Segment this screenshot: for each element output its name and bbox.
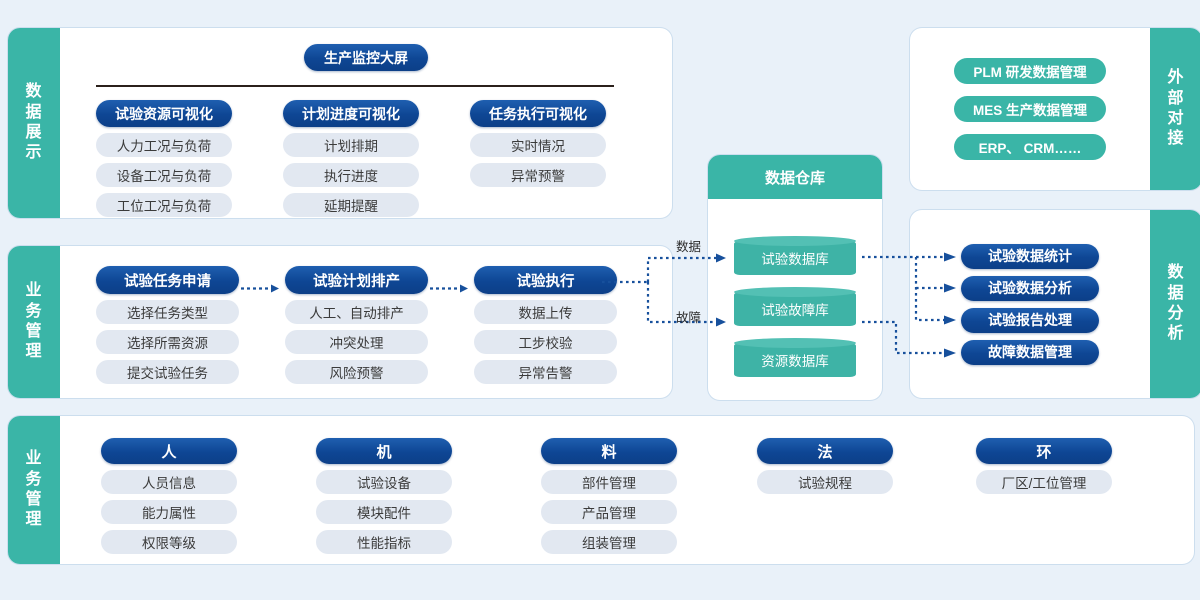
display-column-3-header[interactable]: 任务执行可视化 xyxy=(470,100,606,127)
database-list: 试验数据库 试验故障库 资源数据库 xyxy=(708,199,882,377)
master-item[interactable]: 能力属性 xyxy=(101,500,237,524)
flow-column-3-header[interactable]: 试验执行 xyxy=(474,266,617,294)
master-data-panel: 业务管理 人 人员信息 能力属性 权限等级 机 试验设备 模块配件 性能指标 料… xyxy=(8,416,1194,564)
master-column-3: 料 部件管理 产品管理 组装管理 xyxy=(541,438,677,554)
external-item[interactable]: MES 生产数据管理 xyxy=(954,96,1106,122)
display-column-3: 任务执行可视化 实时情况 异常预警 xyxy=(470,100,606,187)
master-item[interactable]: 部件管理 xyxy=(541,470,677,494)
master-item[interactable]: 权限等级 xyxy=(101,530,237,554)
sidebar-label-text: 业务管理 xyxy=(25,450,43,529)
master-item[interactable]: 组装管理 xyxy=(541,530,677,554)
analysis-items-list: 试验数据统计 试验数据分析 试验报告处理 故障数据管理 xyxy=(910,210,1150,398)
sidebar-label-business-flow: 业务管理 xyxy=(8,246,60,398)
display-item[interactable]: 计划排期 xyxy=(283,133,419,157)
data-display-panel: 数据展示 生产监控大屏 试验资源可视化 人力工况与负荷 设备工况与负荷 工位工况… xyxy=(8,28,672,218)
display-item[interactable]: 工位工况与负荷 xyxy=(96,193,232,217)
data-display-content: 生产监控大屏 试验资源可视化 人力工况与负荷 设备工况与负荷 工位工况与负荷 计… xyxy=(60,28,672,218)
sidebar-label-data-display: 数据展示 xyxy=(8,28,60,218)
display-item[interactable]: 执行进度 xyxy=(283,163,419,187)
flow-item[interactable]: 冲突处理 xyxy=(285,330,428,354)
display-item[interactable]: 设备工况与负荷 xyxy=(96,163,232,187)
analysis-item[interactable]: 试验数据分析 xyxy=(961,275,1099,301)
external-items-list: PLM 研发数据管理 MES 生产数据管理 ERP、 CRM…… xyxy=(910,28,1150,190)
master-data-content: 人 人员信息 能力属性 权限等级 机 试验设备 模块配件 性能指标 料 部件管理… xyxy=(60,416,1194,564)
analysis-item[interactable]: 故障数据管理 xyxy=(961,339,1099,365)
business-flow-content: 试验任务申请 选择任务类型 选择所需资源 提交试验任务 试验计划排产 人工、自动… xyxy=(60,246,672,398)
display-item[interactable]: 异常预警 xyxy=(470,163,606,187)
master-column-5-header[interactable]: 环 xyxy=(976,438,1112,464)
master-item[interactable]: 模块配件 xyxy=(316,500,452,524)
sidebar-label-text: 数据展示 xyxy=(25,83,43,162)
display-column-2: 计划进度可视化 计划排期 执行进度 延期提醒 xyxy=(283,100,419,217)
analysis-item[interactable]: 试验数据统计 xyxy=(961,243,1099,269)
external-item[interactable]: ERP、 CRM…… xyxy=(954,134,1106,160)
data-warehouse-panel: 数据仓库 试验数据库 试验故障库 资源数据库 xyxy=(708,155,882,400)
business-flow-panel: 业务管理 试验任务申请 选择任务类型 选择所需资源 提交试验任务 试验计划排产 … xyxy=(8,246,672,398)
master-column-3-header[interactable]: 料 xyxy=(541,438,677,464)
flow-item[interactable]: 数据上传 xyxy=(474,300,617,324)
master-column-1-header[interactable]: 人 xyxy=(101,438,237,464)
flow-arrow-icon-2 xyxy=(430,280,470,293)
flow-item[interactable]: 选择任务类型 xyxy=(96,300,239,324)
display-item[interactable]: 延期提醒 xyxy=(283,193,419,217)
flow-column-2: 试验计划排产 人工、自动排产 冲突处理 风险预警 xyxy=(285,266,428,384)
master-column-4: 法 试验规程 xyxy=(757,438,893,494)
big-screen-title-pill[interactable]: 生产监控大屏 xyxy=(304,44,428,71)
analysis-item[interactable]: 试验报告处理 xyxy=(961,307,1099,333)
sidebar-label-analysis: 数据分析 xyxy=(1150,210,1200,398)
flow-column-3: 试验执行 数据上传 工步校验 异常告警 xyxy=(474,266,617,384)
sidebar-label-text: 业务管理 xyxy=(25,282,43,361)
display-column-1-header[interactable]: 试验资源可视化 xyxy=(96,100,232,127)
flow-item[interactable]: 风险预警 xyxy=(285,360,428,384)
flow-item[interactable]: 人工、自动排产 xyxy=(285,300,428,324)
external-integration-panel: PLM 研发数据管理 MES 生产数据管理 ERP、 CRM…… 外部对接 xyxy=(910,28,1200,190)
display-item[interactable]: 实时情况 xyxy=(470,133,606,157)
display-item[interactable]: 人力工况与负荷 xyxy=(96,133,232,157)
divider-rule xyxy=(96,85,614,87)
master-item[interactable]: 试验规程 xyxy=(757,470,893,494)
flow-item[interactable]: 工步校验 xyxy=(474,330,617,354)
flow-column-2-header[interactable]: 试验计划排产 xyxy=(285,266,428,294)
flow-item[interactable]: 选择所需资源 xyxy=(96,330,239,354)
master-column-2: 机 试验设备 模块配件 性能指标 xyxy=(316,438,452,554)
database-cylinder-icon[interactable]: 资源数据库 xyxy=(734,338,856,377)
display-column-1: 试验资源可视化 人力工况与负荷 设备工况与负荷 工位工况与负荷 xyxy=(96,100,232,217)
database-cylinder-icon[interactable]: 试验数据库 xyxy=(734,236,856,275)
flow-column-1-header[interactable]: 试验任务申请 xyxy=(96,266,239,294)
flow-column-1: 试验任务申请 选择任务类型 选择所需资源 提交试验任务 xyxy=(96,266,239,384)
data-analysis-panel: 试验数据统计 试验数据分析 试验报告处理 故障数据管理 数据分析 xyxy=(910,210,1200,398)
master-item[interactable]: 性能指标 xyxy=(316,530,452,554)
external-item[interactable]: PLM 研发数据管理 xyxy=(954,58,1106,84)
master-item[interactable]: 产品管理 xyxy=(541,500,677,524)
flow-item[interactable]: 异常告警 xyxy=(474,360,617,384)
sidebar-label-text: 外部对接 xyxy=(1167,69,1185,148)
sidebar-label-master-data: 业务管理 xyxy=(8,416,60,564)
master-item[interactable]: 试验设备 xyxy=(316,470,452,494)
sidebar-label-text: 数据分析 xyxy=(1167,264,1185,343)
sidebar-label-external: 外部对接 xyxy=(1150,28,1200,190)
big-screen-title-text: 生产监控大屏 xyxy=(324,49,408,66)
data-warehouse-title: 数据仓库 xyxy=(708,155,882,199)
master-column-4-header[interactable]: 法 xyxy=(757,438,893,464)
display-column-2-header[interactable]: 计划进度可视化 xyxy=(283,100,419,127)
connector-label-data: 数据 xyxy=(676,240,702,254)
master-column-5: 环 厂区/工位管理 xyxy=(976,438,1112,494)
connector-label-fault: 故障 xyxy=(676,311,702,325)
database-cylinder-icon[interactable]: 试验故障库 xyxy=(734,287,856,326)
flow-item[interactable]: 提交试验任务 xyxy=(96,360,239,384)
flow-arrow-icon-1 xyxy=(241,280,281,293)
master-item[interactable]: 厂区/工位管理 xyxy=(976,470,1112,494)
master-column-1: 人 人员信息 能力属性 权限等级 xyxy=(101,438,237,554)
master-item[interactable]: 人员信息 xyxy=(101,470,237,494)
master-column-2-header[interactable]: 机 xyxy=(316,438,452,464)
